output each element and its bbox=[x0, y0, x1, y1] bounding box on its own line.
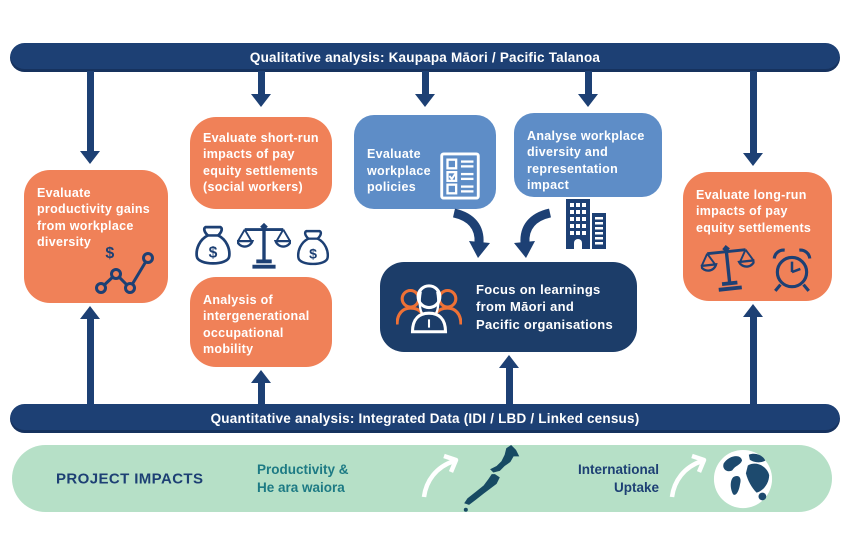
box-productivity-gains-label: Evaluate productivity gains from workpla… bbox=[37, 186, 151, 249]
box-long-run-impacts-label: Evaluate long-run impacts of pay equity … bbox=[696, 188, 812, 235]
project-impacts-bar: PROJECT IMPACTS Productivity & He ara wa… bbox=[12, 445, 832, 512]
balance-scale-icon bbox=[237, 222, 291, 269]
sketch-arrow-icon bbox=[421, 453, 459, 498]
alarm-clock-icon bbox=[772, 248, 811, 292]
svg-text:$: $ bbox=[209, 244, 218, 261]
qualitative-analysis-bar: Qualitative analysis: Kaupapa Māori / Pa… bbox=[10, 43, 840, 72]
box-long-run-impacts: Evaluate long-run impacts of pay equity … bbox=[683, 172, 832, 301]
box-diversity-representation-label: Analyse workplace diversity and represen… bbox=[527, 129, 645, 192]
up-arrow-intergenerational bbox=[251, 370, 271, 404]
new-zealand-map-icon bbox=[463, 445, 520, 512]
curved-arrow-left-icon bbox=[452, 208, 490, 258]
box-intergenerational-mobility: Analysis of intergenerational occupation… bbox=[190, 277, 332, 367]
curved-arrow-right-icon bbox=[514, 208, 552, 258]
down-arrow-right bbox=[743, 71, 763, 166]
project-impacts-title: PROJECT IMPACTS bbox=[56, 470, 204, 487]
up-arrow-right bbox=[743, 304, 763, 404]
globe-icon bbox=[713, 449, 773, 509]
money-bag-icon: $ bbox=[195, 225, 231, 265]
up-arrow-left bbox=[80, 306, 100, 404]
box-intergenerational-mobility-label: Analysis of intergenerational occupation… bbox=[203, 293, 310, 356]
money-bag-icon: $ bbox=[296, 229, 330, 266]
svg-text:$: $ bbox=[105, 245, 114, 262]
box-workplace-policies: Evaluate workplace policies bbox=[354, 115, 496, 209]
sketch-arrow-icon bbox=[669, 453, 707, 498]
balance-scale-icon bbox=[698, 244, 756, 292]
box-diversity-representation: Analyse workplace diversity and represen… bbox=[514, 113, 662, 197]
buildings-icon bbox=[566, 199, 606, 249]
people-group-icon bbox=[396, 284, 462, 334]
box-workplace-policies-label: Evaluate workplace policies bbox=[367, 147, 431, 194]
quantitative-analysis-bar: Quantitative analysis: Integrated Data (… bbox=[10, 404, 840, 433]
dollar-trend-chart-icon: $ bbox=[95, 245, 154, 294]
box-focus-learnings-label: Focus on learnings from Māori and Pacifi… bbox=[476, 281, 614, 332]
box-short-run-impacts-label: Evaluate short-run impacts of pay equity… bbox=[203, 131, 319, 194]
svg-text:$: $ bbox=[309, 247, 317, 263]
box-short-run-impacts: Evaluate short-run impacts of pay equity… bbox=[190, 117, 332, 209]
down-arrow-short-run bbox=[251, 71, 271, 107]
productivity-he-ara-waiora-label: Productivity & He ara waiora bbox=[257, 461, 349, 495]
pay-equity-icons-row: $ $ bbox=[194, 215, 330, 271]
checklist-icon bbox=[440, 152, 480, 200]
up-arrow-focus bbox=[499, 355, 519, 404]
down-arrow-diversity bbox=[578, 71, 598, 107]
box-focus-learnings: Focus on learnings from Māori and Pacifi… bbox=[380, 262, 637, 352]
down-arrow-policies bbox=[415, 71, 435, 107]
quantitative-analysis-label: Quantitative analysis: Integrated Data (… bbox=[210, 411, 640, 426]
down-arrow-left bbox=[80, 71, 100, 164]
international-uptake-label: International Uptake bbox=[577, 461, 659, 495]
qualitative-analysis-label: Qualitative analysis: Kaupapa Māori / Pa… bbox=[249, 50, 601, 65]
box-productivity-gains: Evaluate productivity gains from workpla… bbox=[24, 170, 168, 303]
